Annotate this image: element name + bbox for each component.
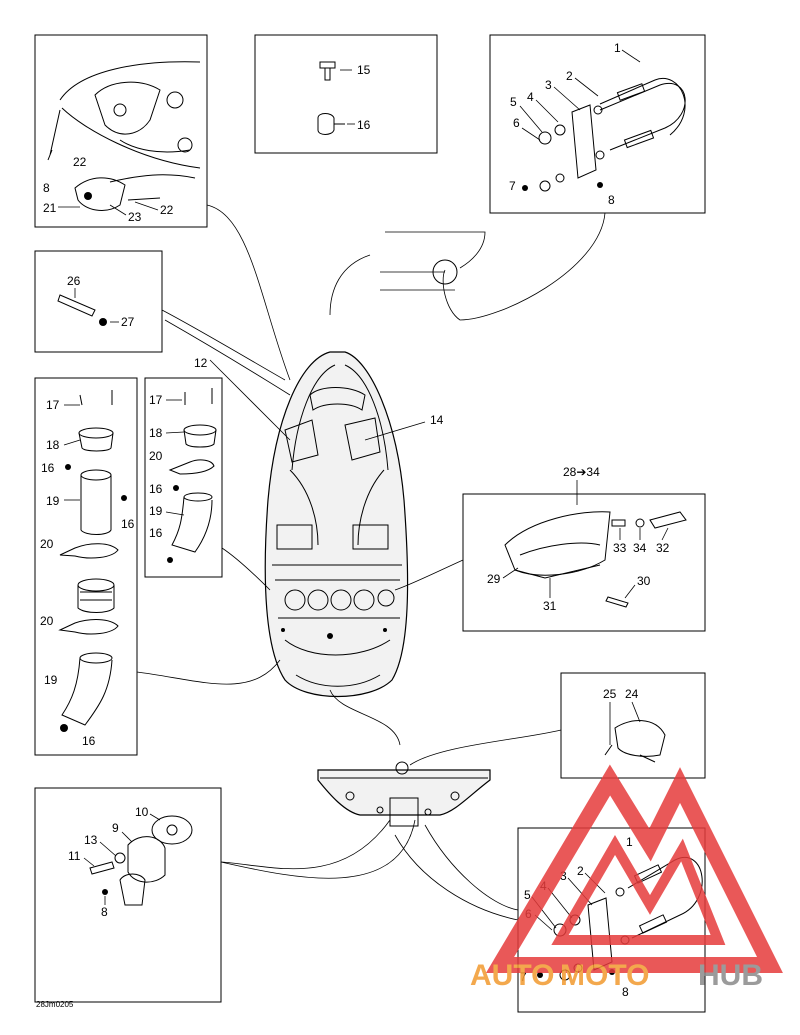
callout: 1 (614, 41, 621, 55)
bow-top-detail (47, 61, 201, 211)
callout: 21 (43, 201, 57, 215)
clip-detail (604, 720, 666, 763)
drain-plug-detail (89, 815, 193, 906)
callout: 29 (487, 572, 501, 586)
callout: 16 (149, 482, 163, 496)
callout: 31 (543, 599, 557, 613)
callout: 8 (101, 905, 108, 919)
watermark-word-auto: AUTO (470, 959, 554, 992)
callouts-main: 12 14 (194, 356, 444, 427)
frame-left-tall (34, 377, 138, 756)
frame-right-mid (462, 493, 706, 632)
watermark-logo: AUTO MOTO HUB (470, 764, 783, 992)
callout: 7 (509, 179, 516, 193)
callouts-top-left: 22 8 21 23 22 (43, 155, 174, 224)
tow-eye-detail (522, 77, 686, 192)
callouts-top-right: 1 2 3 4 5 6 7 8 (509, 41, 621, 207)
frame-right-lower (560, 672, 706, 779)
vent-inner-detail (167, 388, 217, 563)
callout: 8 (608, 193, 615, 207)
callout: 1 (626, 835, 633, 849)
callout: 5 (510, 95, 517, 109)
pin-detail (57, 294, 107, 326)
frame-mid-left-small (34, 250, 163, 353)
callout-leaders-top-right (519, 49, 641, 141)
callout: 30 (637, 574, 651, 588)
callout: 8 (43, 181, 50, 195)
callout: 14 (430, 413, 444, 427)
callout: 20 (40, 614, 54, 628)
callout: 2 (577, 864, 584, 878)
callout: 9 (112, 821, 119, 835)
callout: 16 (121, 517, 135, 531)
connector-lines (136, 204, 606, 921)
callout: 11 (68, 849, 81, 863)
callout: 20 (149, 449, 163, 463)
callout: 17 (149, 393, 163, 407)
callout: 15 (357, 63, 371, 77)
callout: 12 (194, 356, 208, 370)
callout: 16 (149, 526, 163, 540)
watermark-word-hub: HUB (698, 959, 763, 992)
callout: 25 (603, 687, 617, 701)
callouts-right-mid: 28➔34 33 34 32 29 30 31 (487, 465, 670, 613)
callouts-top-center: 15 16 (357, 63, 371, 132)
callout: 16 (41, 461, 55, 475)
callout: 34 (633, 541, 647, 555)
callout: 28➔34 (563, 465, 600, 479)
callout: 3 (545, 78, 552, 92)
fastener-detail (317, 61, 355, 135)
hull-top-view (264, 351, 409, 698)
callouts-mid-left-small: 26 27 (67, 274, 135, 329)
frame-left-inner (144, 377, 223, 578)
callout: 22 (160, 203, 174, 217)
callout: 27 (121, 315, 135, 329)
callout: 10 (135, 805, 149, 819)
callouts-right-lower: 25 24 (603, 687, 641, 745)
callout: 8 (622, 985, 629, 999)
callout: 19 (46, 494, 60, 508)
callout: 19 (44, 673, 58, 687)
callout: 2 (566, 69, 573, 83)
callout: 3 (560, 869, 567, 883)
callout: 6 (513, 116, 520, 130)
callouts-bottom-left: 10 13 9 11 8 (68, 805, 161, 919)
callouts-left-inner: 17 18 20 16 19 16 (149, 393, 185, 540)
callout: 4 (527, 90, 534, 104)
callouts-left-tall: 17 18 16 19 16 20 20 19 16 (40, 398, 135, 748)
callout-leaders-top-left (58, 201, 159, 216)
callout: 20 (40, 537, 54, 551)
callout: 32 (656, 541, 670, 555)
callout: 17 (46, 398, 60, 412)
callout: 26 (67, 274, 81, 288)
callout: 16 (357, 118, 371, 132)
callout: 16 (82, 734, 96, 748)
vent-tube-detail (58, 390, 127, 732)
watermark-word-moto: MOTO (560, 959, 649, 992)
callout: 23 (128, 210, 142, 224)
frame-top-left (34, 34, 208, 228)
hull-rear-view (317, 761, 491, 827)
drawing-code: 28Jm0205 (36, 1000, 74, 1009)
callout: 5 (524, 888, 531, 902)
callout: 19 (149, 504, 163, 518)
callout: 7 (520, 970, 527, 984)
frame-top-right (489, 34, 706, 214)
hinge-detail (504, 511, 687, 608)
frame-bottom-left (34, 787, 222, 1003)
callout: 33 (613, 541, 627, 555)
callout: 22 (73, 155, 87, 169)
callout: 13 (84, 833, 98, 847)
frame-top-center (254, 34, 438, 154)
callout: 18 (149, 426, 163, 440)
callout: 18 (46, 438, 60, 452)
callout: 24 (625, 687, 639, 701)
